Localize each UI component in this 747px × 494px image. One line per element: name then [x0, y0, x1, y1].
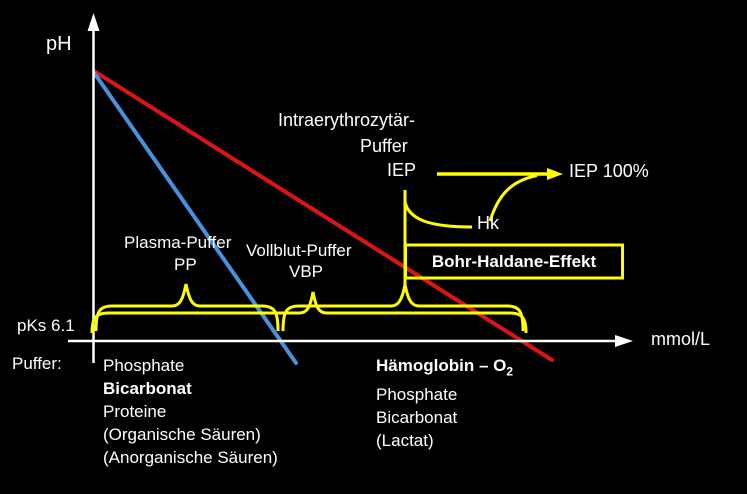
vollblut-puffer-label: Vollblut-Puffer [246, 241, 352, 260]
pp-brace [94, 283, 280, 332]
list-item: Proteine [103, 402, 167, 421]
hk-label: Hk [477, 213, 499, 233]
iep-label: IEP [387, 160, 417, 180]
list-item: Phosphate [376, 385, 458, 405]
bohr-haldane-label: Bohr-Haldane-Effekt [431, 251, 597, 271]
plasma-puffer-label: Plasma-Puffer [124, 233, 232, 252]
subscript: 2 [506, 364, 514, 379]
list-item-text: Hämoglobin – O [376, 356, 507, 375]
list-item: Bicarbonat [376, 408, 458, 428]
iep-arrow-head-icon [547, 168, 563, 180]
x-axis-arrow-icon [615, 335, 633, 347]
intraerythrozytaer-label-line1: Intraerythrozytär- [277, 110, 415, 130]
hk-curve-left [403, 201, 473, 229]
y-axis-label: pH [46, 33, 72, 55]
bohr-haldane-box [404, 243, 624, 280]
iep-100-label: IEP 100% [569, 161, 649, 181]
list-item: Phosphate [103, 356, 185, 375]
list-item: Hämoglobin – O2 [376, 354, 513, 383]
puffer-heading: Puffer: [12, 354, 62, 373]
list-item: (Lactat) [376, 431, 434, 451]
vbp-brace [90, 291, 528, 334]
y-axis-arrow-icon [87, 13, 100, 31]
pks-tick-label: pKs 6.1 [17, 316, 75, 335]
intraerythrozytaer-label-line2: Puffer [360, 136, 408, 156]
blue-titration-line [93, 72, 298, 365]
x-axis-label: mmol/L [651, 329, 711, 349]
list-item: (Anorganische Säuren) [103, 448, 278, 467]
hk-to-arrow-curve [488, 174, 538, 222]
erythrocyte-buffer-list: Hämoglobin – O2 Phosphate Bicarbonat (La… [376, 354, 513, 452]
list-item: Bicarbonat [103, 379, 192, 398]
pp-label: PP [174, 255, 197, 274]
list-item: (Organische Säuren) [103, 425, 261, 444]
vbp-label: VBP [289, 262, 324, 281]
plasma-buffer-list: Phosphate Bicarbonat Proteine (Organisch… [103, 354, 278, 469]
